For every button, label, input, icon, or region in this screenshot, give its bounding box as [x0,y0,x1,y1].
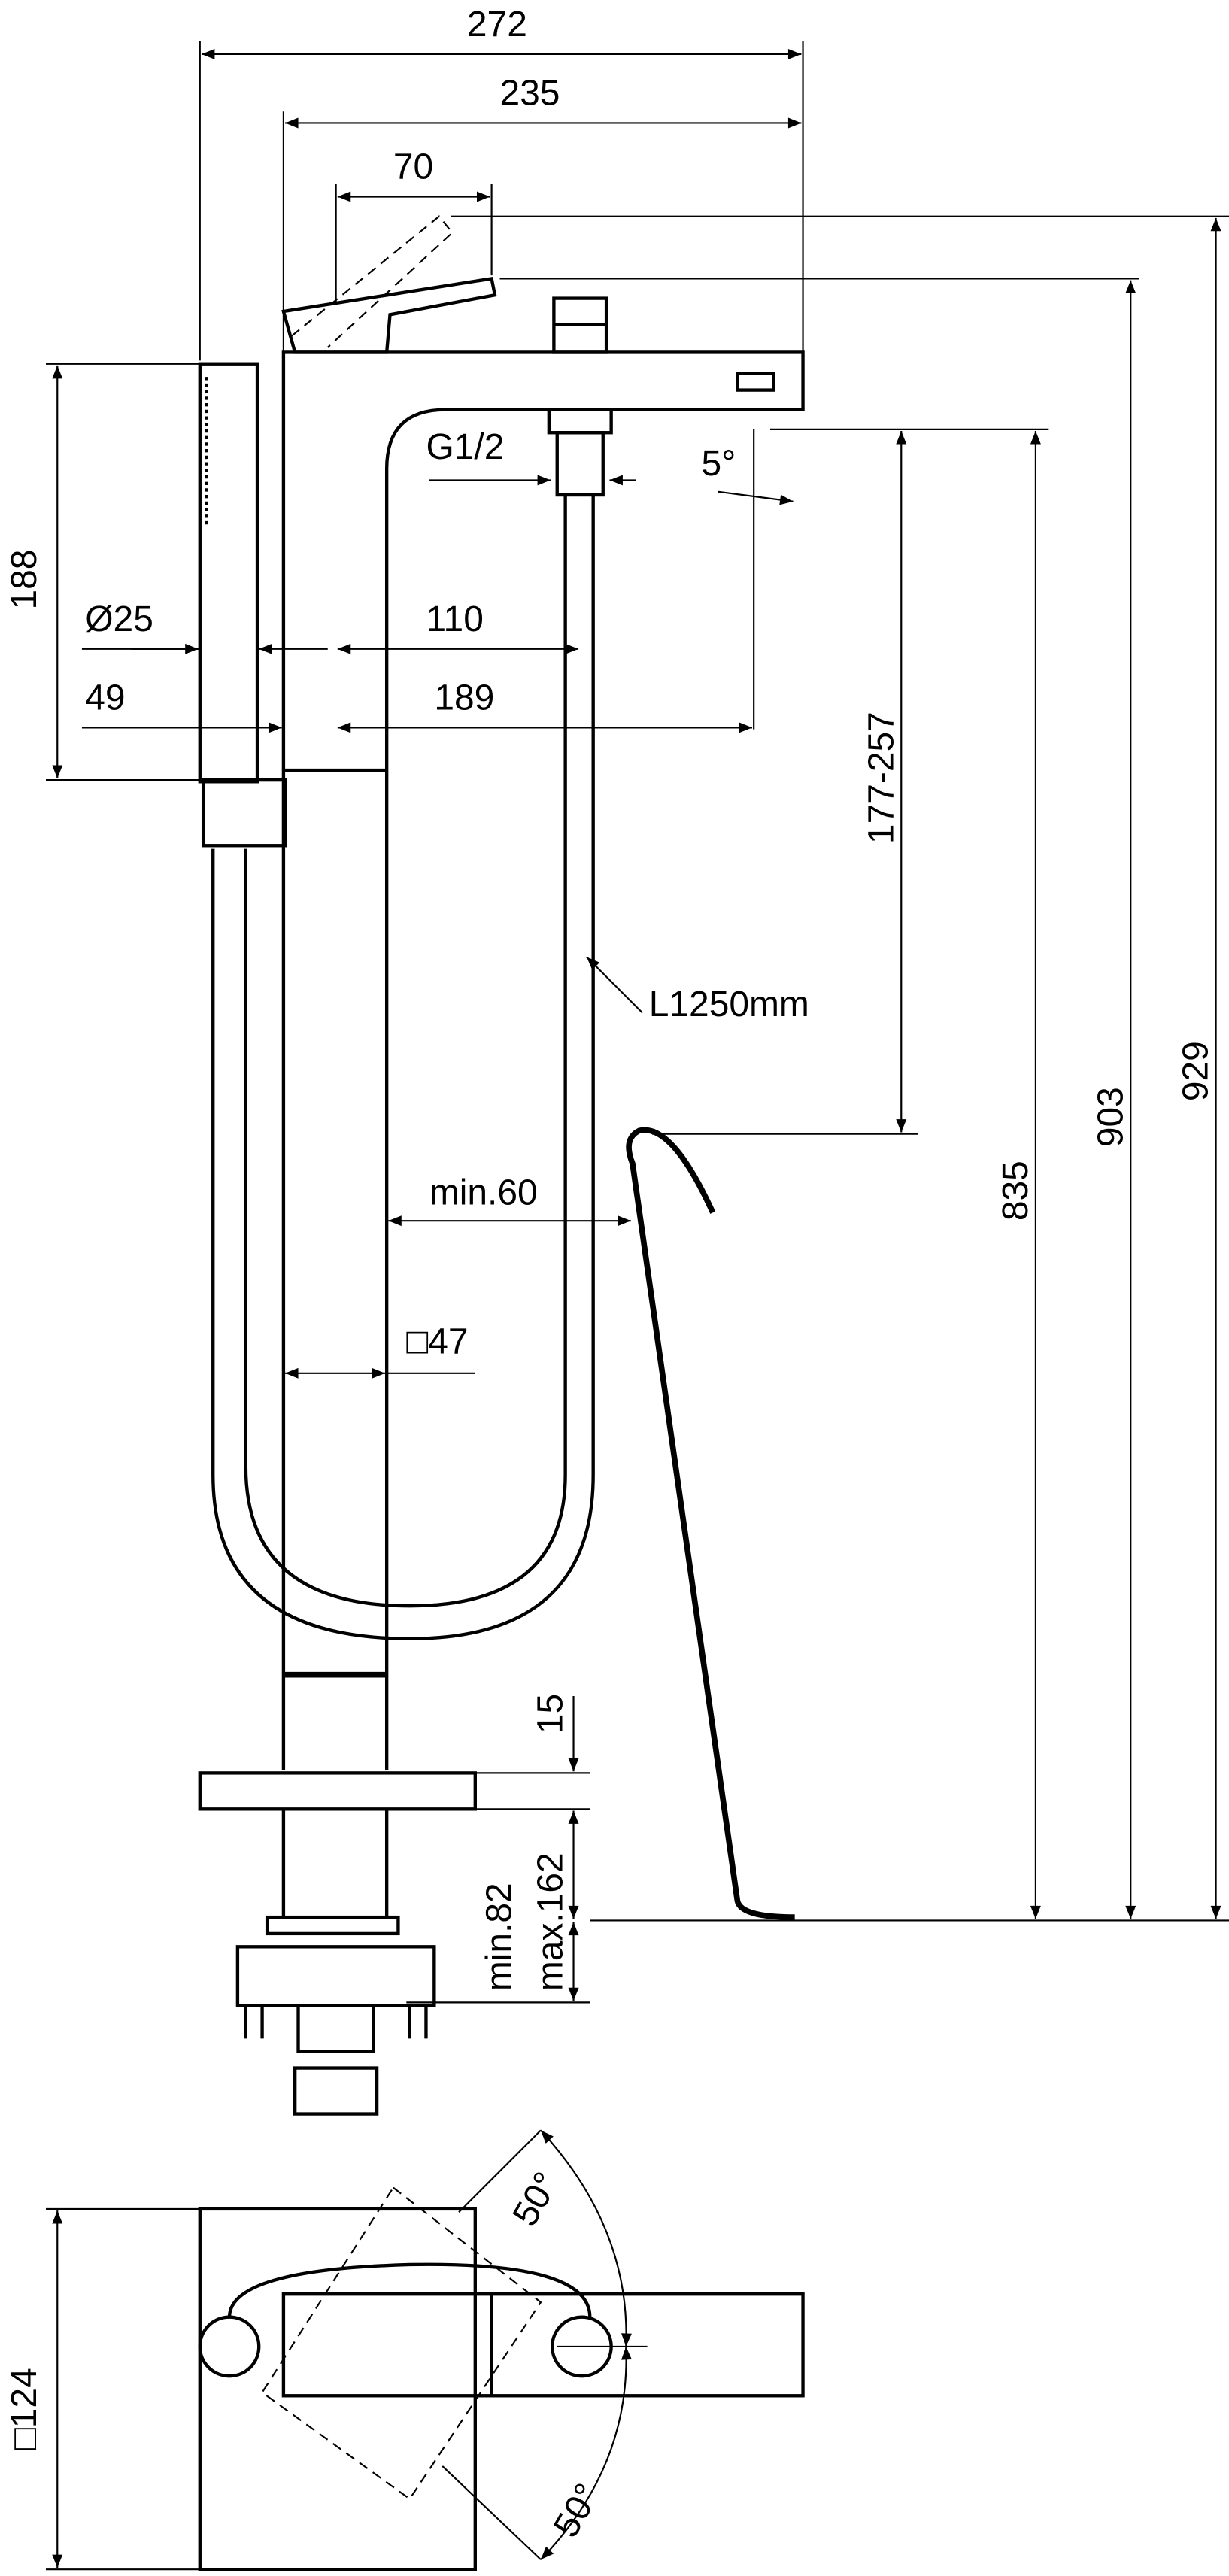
dim-floor-depth-max: max.162 [530,1852,570,1991]
mixer-top-view [198,2129,805,2571]
dim-floor-depth-min: min.82 [480,1883,520,1991]
bath-rim [626,1127,795,1920]
dim-spout-width: 235 [499,74,560,114]
dim-hand-shower-diameter: Ø25 [85,599,153,639]
dim-spout-angle: 5° [701,444,736,484]
dim-swivel-angle-top: 50° [505,2165,567,2232]
dim-column-section: □47 [406,1322,468,1362]
dim-connection-thread: G1/2 [426,427,504,467]
dim-spout-height-range: 177-257 [861,712,901,844]
dim-plate-thickness: 15 [530,1694,570,1734]
mixer-side-view [198,215,805,2116]
lever [281,276,497,354]
dim-min-clearance: min.60 [429,1173,538,1212]
dim-swivel-angle-bottom: 50° [546,2477,608,2544]
dim-hose-length: L1250mm [649,985,809,1024]
dim-overall-width: 272 [467,5,527,44]
dim-lever-travel: 70 [393,147,433,187]
dim-height-lever-top: 929 [1176,1041,1216,1101]
dim-hand-shower-offset: 49 [85,678,125,718]
dimension-lines [52,48,1221,2568]
dim-hand-shower-length: 188 [5,550,44,610]
dim-height-outlet: 835 [996,1161,1036,1221]
dim-height-spout-top: 903 [1091,1087,1130,1147]
dim-spout-reach: 189 [434,678,494,718]
dim-base-plate-size: □124 [5,2368,44,2450]
extension-lines [46,41,1229,2571]
dimension-labels: 272 235 70 188 Ø25 49 110 189 G1/2 5° 17… [5,5,1216,2544]
dim-hose-offset: 110 [426,599,483,639]
